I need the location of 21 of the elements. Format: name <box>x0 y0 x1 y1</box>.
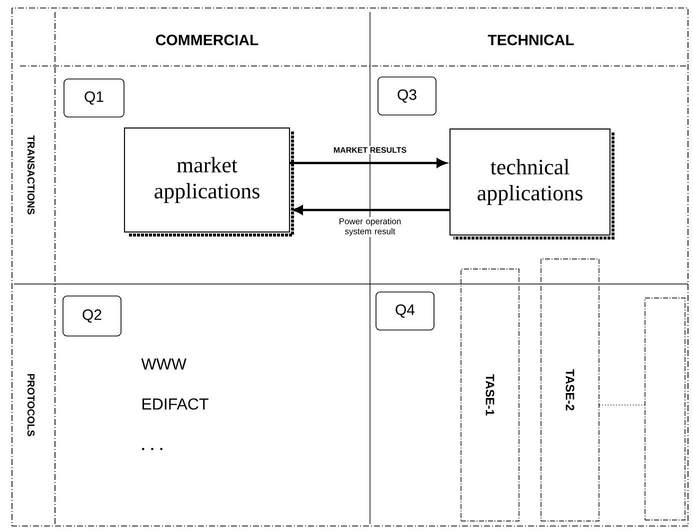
edge-label: Power operation system result <box>340 218 401 236</box>
arrow <box>290 158 447 168</box>
row-heading: TRANSACTIONS <box>27 135 35 214</box>
protocol-name: WWW <box>141 358 186 370</box>
protocol-column: TASE-1 <box>460 268 520 522</box>
protocol-name: EDIFACT <box>142 398 208 410</box>
application-box: technical applications <box>450 128 614 240</box>
arrow <box>292 205 450 215</box>
quadrant-tag: Q2 <box>62 296 122 336</box>
protocol-column <box>644 298 686 520</box>
ellipsis: . . . <box>142 448 162 450</box>
application-box: market applications <box>124 128 294 236</box>
column-heading: TECHNICAL <box>488 34 574 46</box>
quadrant-tag: Q3 <box>378 76 436 116</box>
quadrant-tag: Q4 <box>376 292 434 330</box>
protocol-column: TASE-2 <box>540 258 600 522</box>
quadrant-tag: Q1 <box>64 78 124 118</box>
edge-label: MARKET RESULTS <box>334 147 406 153</box>
row-heading: PROTOCOLS <box>27 374 35 436</box>
connector <box>598 404 646 406</box>
column-heading: COMMERCIAL <box>156 34 258 46</box>
